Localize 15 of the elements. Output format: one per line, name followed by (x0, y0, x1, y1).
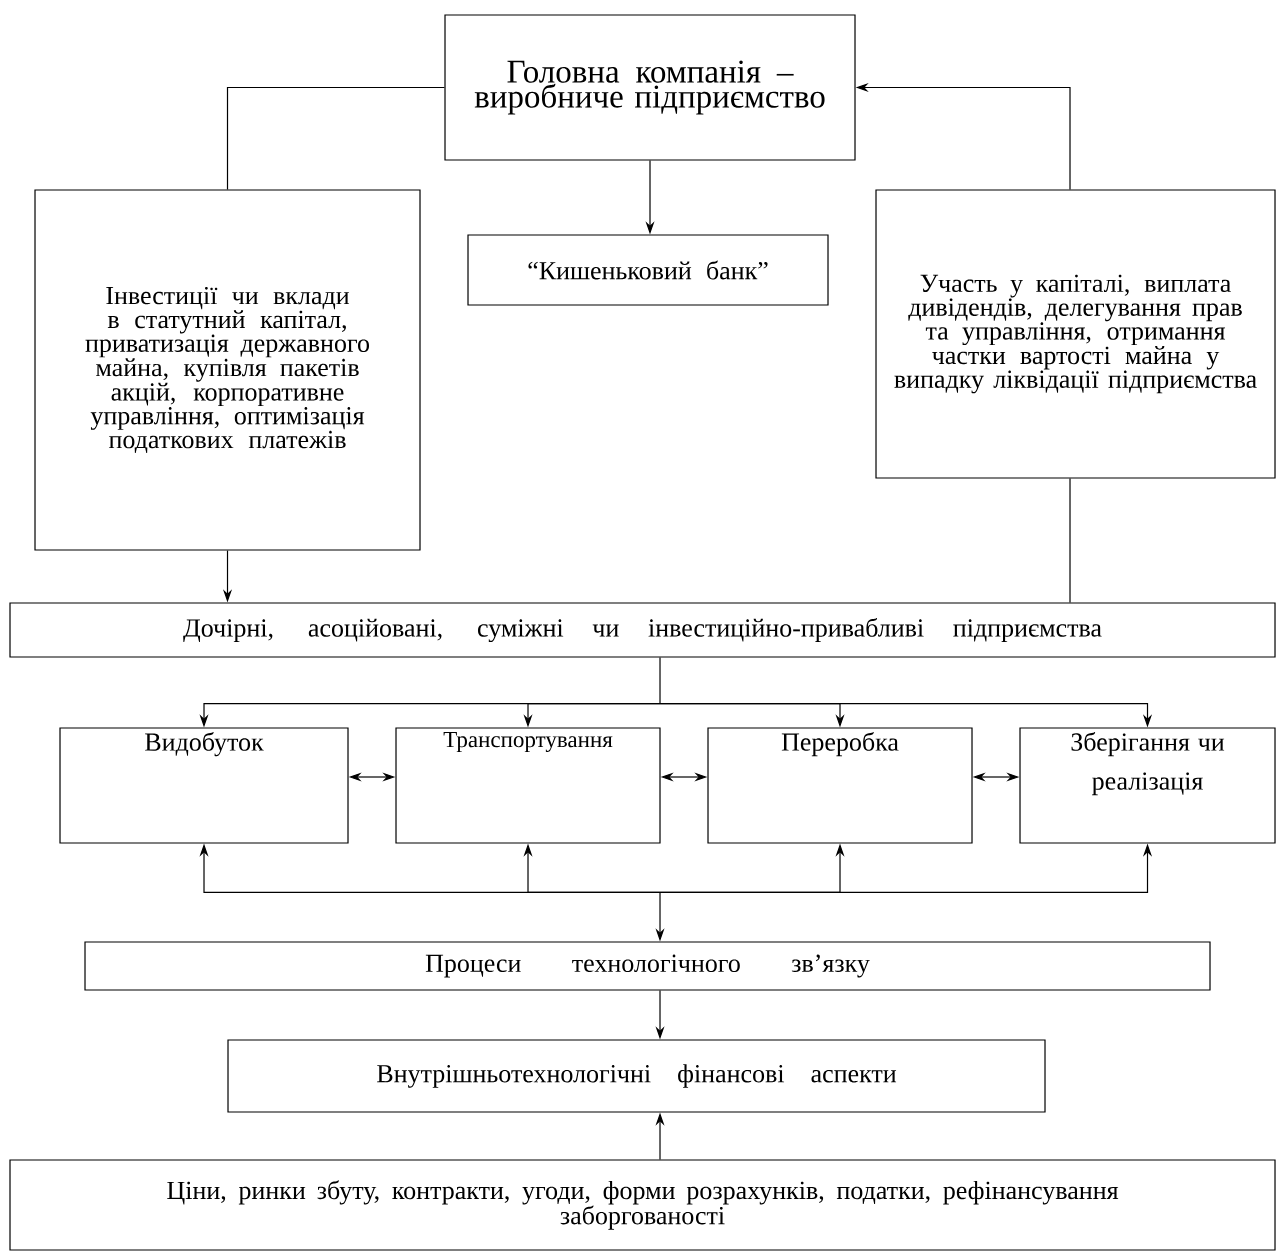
process-box: Переробка (707, 727, 973, 844)
connector-line (226, 86, 445, 190)
process-box: “Кишеньковий банк” (467, 234, 829, 306)
process-box: Інвестиції чи вклади в статутний капітал, приватизація державного майна, купівля пакетів акцій, корпоративне управління, оптимізація податкових платежів (34, 189, 421, 551)
connector-trunk (659, 657, 661, 704)
connector-line (1069, 478, 1071, 603)
process-box: Внутрішньотехнологічні фінансові аспекти (227, 1039, 1046, 1113)
process-box: Видобуток (59, 727, 349, 844)
process-box: Головна компанія – виробниче підприємство (444, 14, 856, 161)
process-box: Дочірні, асоційовані, суміжні чи інвестиційно-привабливі підприємства (9, 602, 1276, 658)
process-box: Процеси технологічного зв’язку (84, 941, 1211, 991)
process-box: Зберігання чи реалізація (1019, 727, 1276, 844)
process-box: Участь у капіталі, виплата дивідендів, делегування прав та управління, отримання частки вартості майна у випадку ліквідації підприємства (875, 189, 1276, 479)
process-box: Ціни, ринки збуту, контракти, угоди, форми розрахунків, податки, рефінансування заборгованості (9, 1159, 1276, 1251)
process-box: Транспортування (395, 727, 661, 844)
